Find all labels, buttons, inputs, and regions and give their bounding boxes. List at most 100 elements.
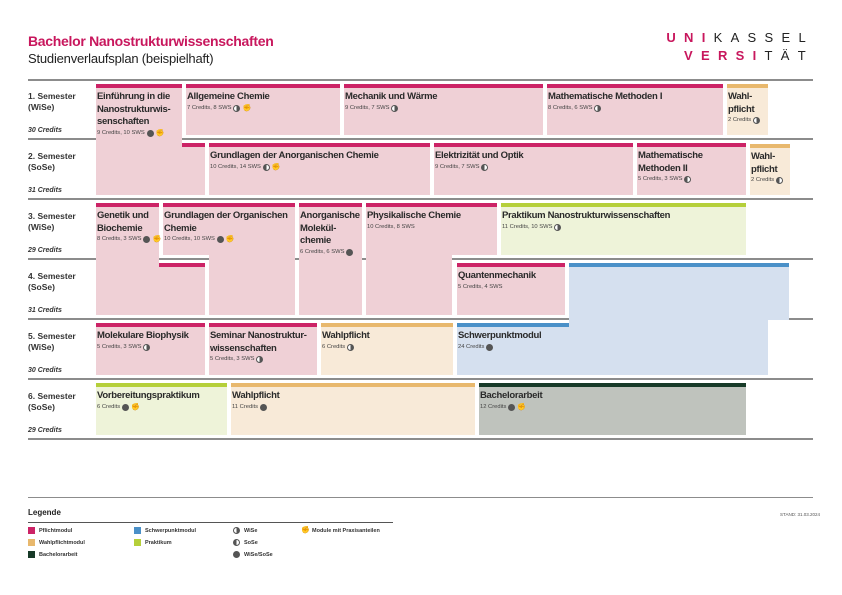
wise-icon xyxy=(143,343,151,351)
wise-icon xyxy=(753,117,761,124)
page-subtitle: Studienverlaufsplan (beispielhaft) xyxy=(28,51,214,66)
module-text: Einführung in die Nanostrukturwis- sensc… xyxy=(97,91,171,138)
page-title: Bachelor Nanostrukturwissenschaften xyxy=(28,33,274,49)
university-logo-line2: VERSITÄT xyxy=(684,48,814,63)
module-icons xyxy=(346,343,355,351)
sose-icon xyxy=(776,177,784,184)
module-icons xyxy=(345,248,354,256)
wise-icon xyxy=(347,343,355,351)
module-color-bar xyxy=(434,143,633,147)
module-icons xyxy=(142,236,159,243)
wise-icon xyxy=(256,356,264,363)
wise-sose-icon xyxy=(508,403,516,411)
legend-wise: WiSe xyxy=(232,527,257,534)
module-icons xyxy=(216,236,233,243)
wise-sose-icon xyxy=(260,403,267,411)
module-icons xyxy=(390,104,399,112)
module-icons xyxy=(259,403,267,411)
module-color-bar xyxy=(457,263,565,267)
module-icons xyxy=(142,343,151,351)
module-extension xyxy=(569,263,789,320)
sose-icon xyxy=(233,539,240,546)
praxis-hand-icon xyxy=(152,236,159,243)
wise-sose-icon xyxy=(146,129,154,137)
divider xyxy=(28,318,813,320)
module-color-bar xyxy=(96,383,227,387)
legend-pflicht: Pflichtmodul xyxy=(28,527,72,534)
module-icons xyxy=(507,403,524,411)
module-icons xyxy=(683,176,692,183)
module-icons xyxy=(752,117,761,124)
module-color-bar xyxy=(299,203,362,207)
module-extension xyxy=(209,255,295,315)
wise-icon xyxy=(233,104,241,112)
wise-sose-icon xyxy=(486,343,494,351)
sose-icon xyxy=(481,163,489,171)
module-color-bar xyxy=(209,143,430,147)
swatch xyxy=(134,539,141,546)
stand-date: STAND: 31.03.2024 xyxy=(780,512,820,517)
divider xyxy=(28,378,813,380)
module-icons xyxy=(480,163,489,171)
wise-sose-icon xyxy=(346,248,354,256)
module-extension xyxy=(299,255,362,315)
module-einfuehrung[interactable]: Einführung in die Nanostrukturwis- sensc… xyxy=(96,84,182,137)
swatch xyxy=(28,527,35,534)
module-color-bar xyxy=(182,143,205,147)
module-color-bar xyxy=(321,323,453,327)
swatch xyxy=(134,527,141,534)
praxis-hand-icon xyxy=(301,527,308,534)
praxis-hand-icon xyxy=(226,236,233,243)
module-color-bar xyxy=(457,323,569,327)
module-color-bar xyxy=(727,84,768,88)
module-color-bar xyxy=(501,203,746,207)
semester-credits: 30 Credits xyxy=(28,127,62,134)
module-icons xyxy=(262,163,279,171)
wise-sose-icon xyxy=(216,236,224,243)
divider xyxy=(28,522,393,523)
legend-schwerpunkt: Schwerpunktmodul xyxy=(134,527,196,534)
semester-credits: 31 Credits xyxy=(28,187,62,194)
module-color-bar xyxy=(750,144,790,148)
sose-icon xyxy=(684,176,692,183)
wise-icon xyxy=(594,104,602,112)
module-extension xyxy=(366,255,452,315)
divider xyxy=(28,198,813,200)
module-color-bar xyxy=(96,323,205,327)
module-extension xyxy=(182,143,205,195)
